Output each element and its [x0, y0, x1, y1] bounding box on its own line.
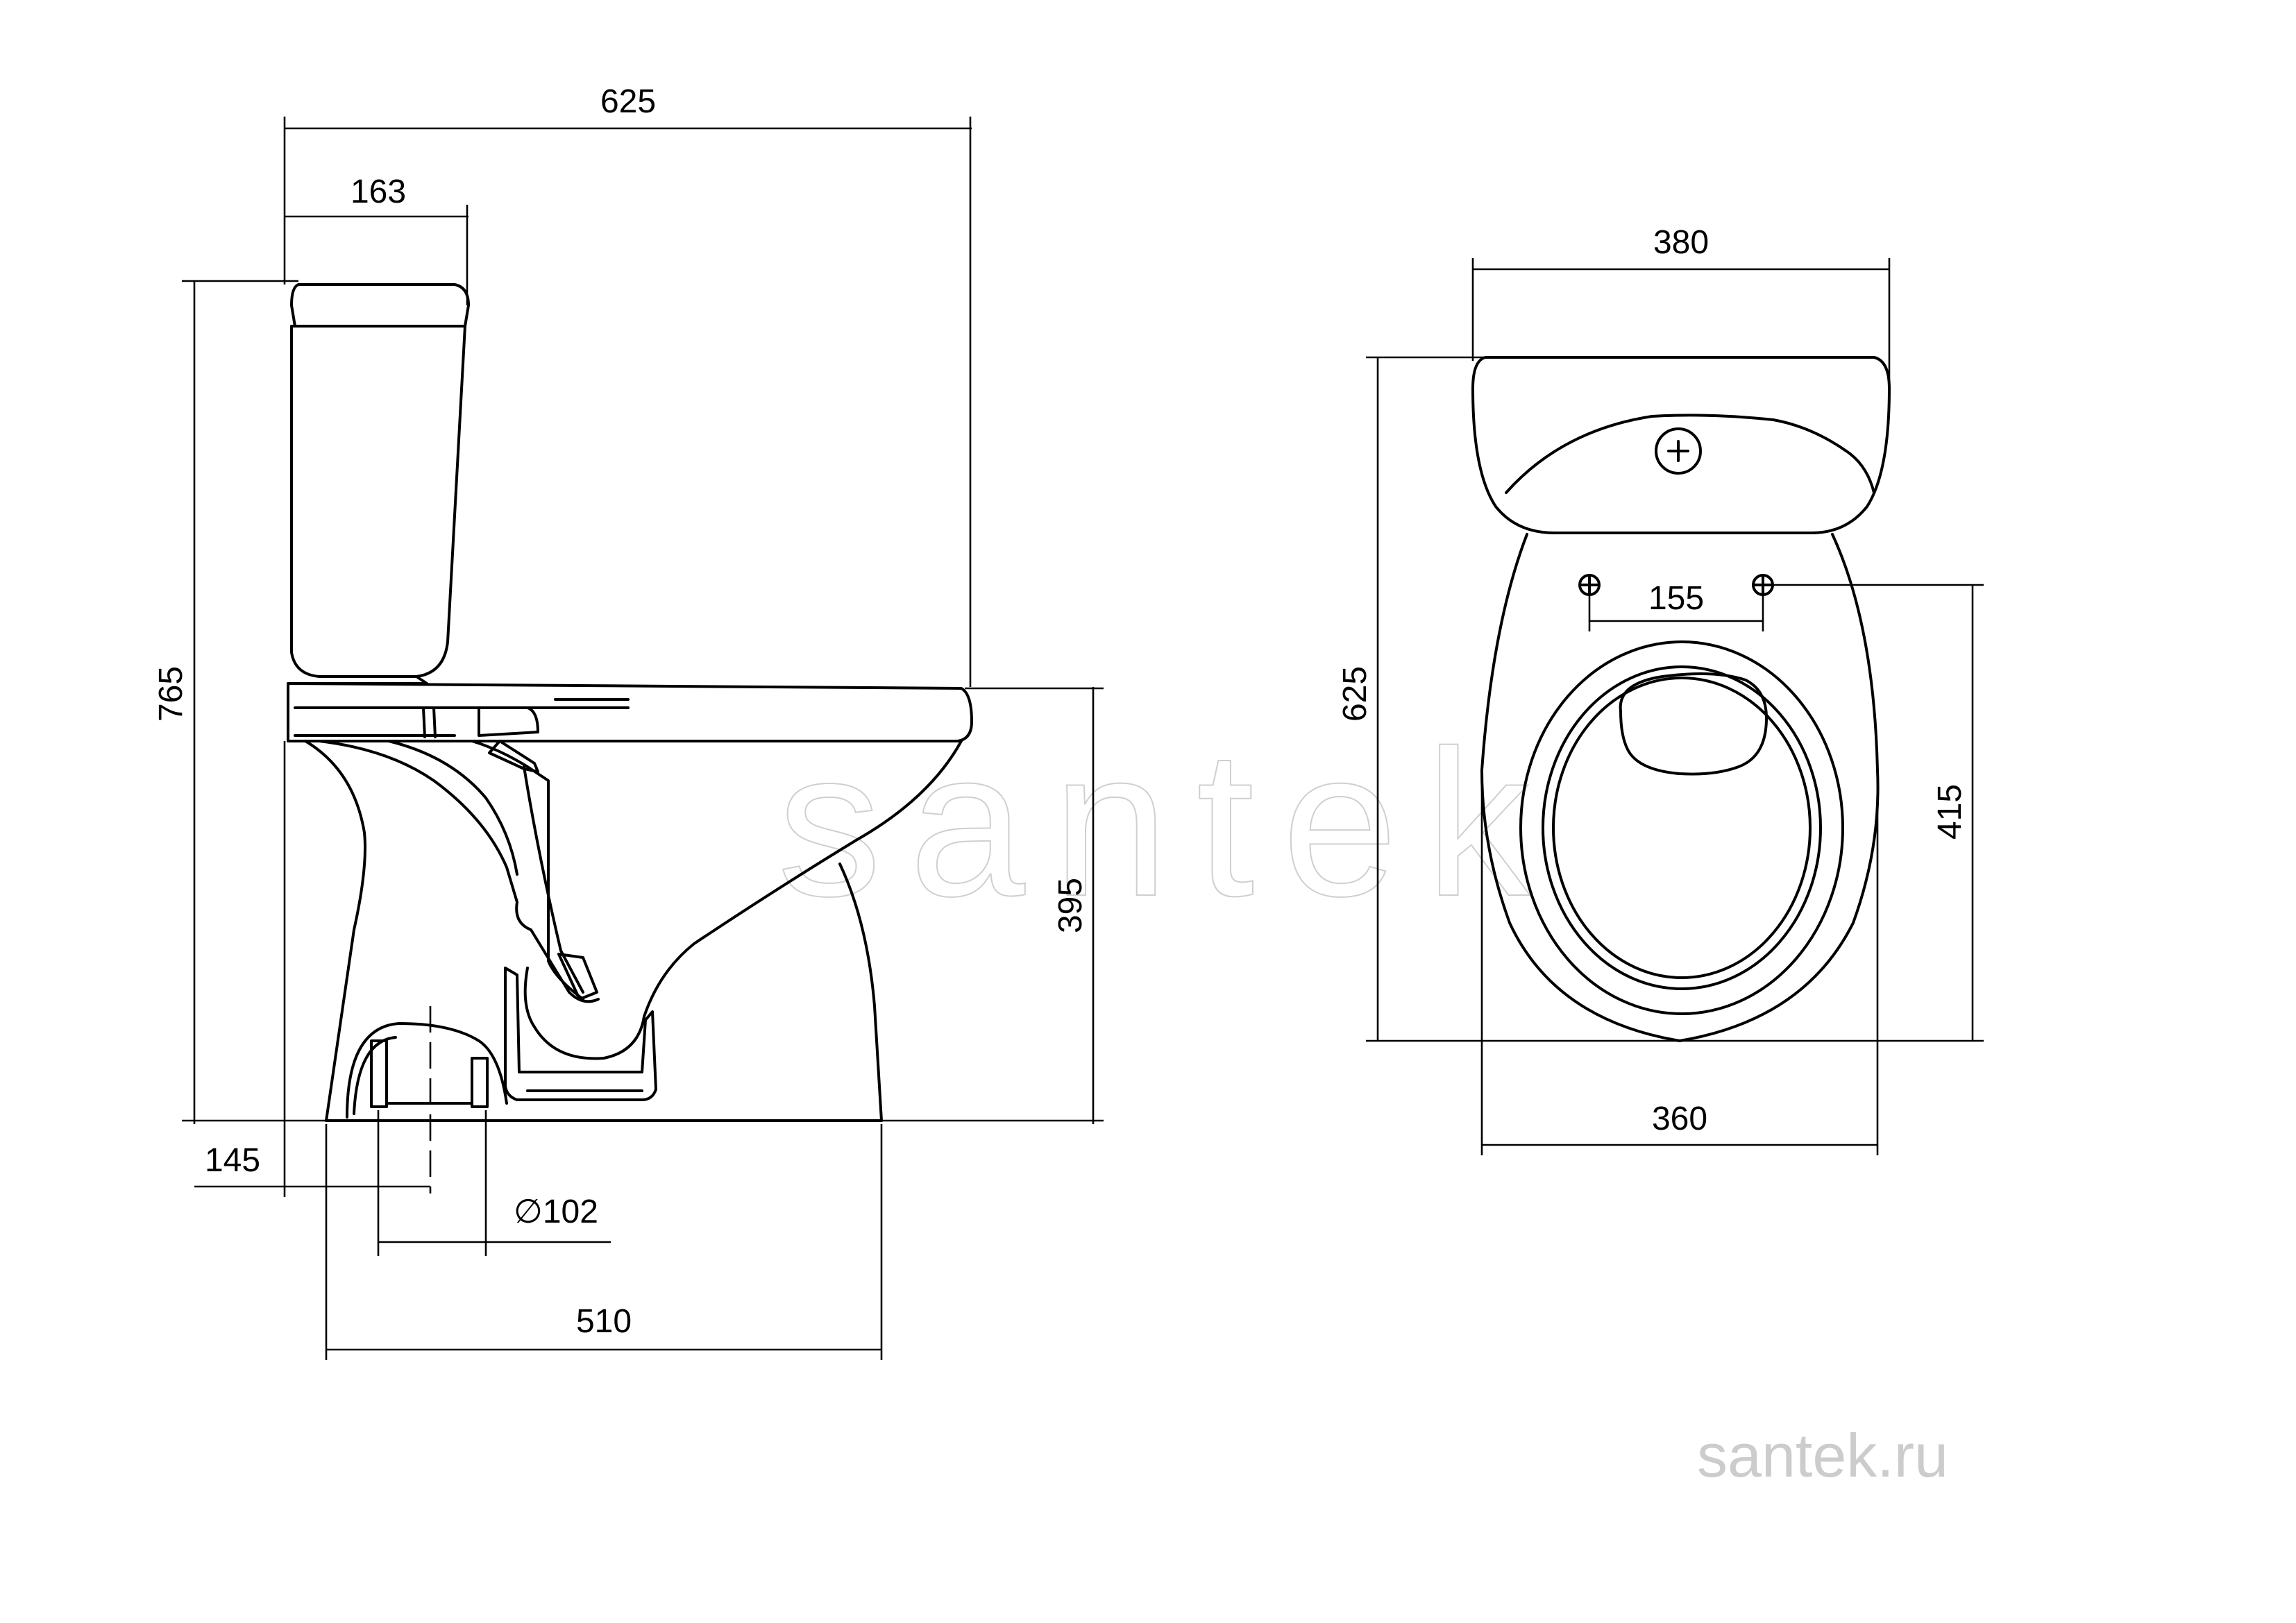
dim-top-hinge-spacing: 155 [1648, 580, 1704, 617]
dim-top-tank-width: 380 [1653, 224, 1709, 261]
side-dimensions: 625 163 765 395 145 ∅102 [153, 83, 1104, 1360]
dim-side-total-depth: 625 [600, 83, 656, 120]
outlet-side [346, 1006, 508, 1193]
cistern-side [290, 283, 470, 685]
cistern-top [1471, 356, 1891, 534]
watermark-text: santek [777, 706, 1558, 940]
dim-side-tank-depth: 163 [351, 173, 406, 210]
dim-side-total-height: 765 [153, 666, 189, 722]
flush-button-icon [1655, 427, 1702, 475]
dim-side-outlet-diameter: ∅102 [514, 1193, 598, 1230]
dim-top-bowl-width: 360 [1652, 1101, 1707, 1137]
dim-side-outlet-offset: 145 [205, 1142, 260, 1179]
dim-top-seat-depth: 415 [1932, 784, 1968, 840]
top-dimensions: 380 155 625 415 360 [1337, 224, 1984, 1155]
hinge-bolts [1578, 574, 1774, 596]
dim-top-total-depth: 625 [1337, 666, 1374, 722]
top-view: 380 155 625 415 360 [1337, 224, 1984, 1155]
dim-side-bowl-height: 395 [1052, 878, 1089, 933]
site-url: santek.ru [1697, 1421, 1948, 1490]
side-view: 625 163 765 395 145 ∅102 [153, 83, 1104, 1360]
dim-side-base-length: 510 [576, 1303, 632, 1340]
bowl-side [304, 740, 963, 1122]
